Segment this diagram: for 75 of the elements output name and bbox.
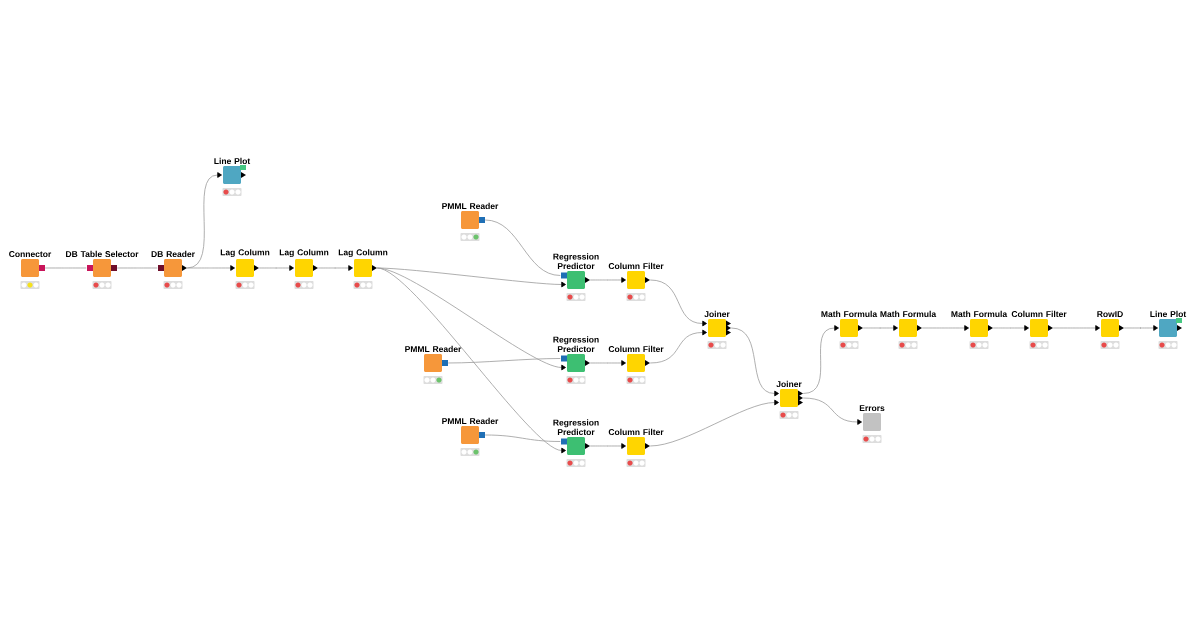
connector <box>1052 325 1100 331</box>
node-label: Column Filter <box>608 428 664 436</box>
workflow-node: DB Reader <box>151 250 195 277</box>
workflow-node: RowID <box>1097 311 1124 337</box>
node-label: Regression Predictor <box>553 336 599 353</box>
connector <box>258 265 294 271</box>
node-label: Math Formula <box>880 310 937 318</box>
connector <box>802 397 862 425</box>
workflow-node: Math Formula <box>880 310 937 337</box>
workflow-node: Column Filter <box>608 262 664 289</box>
node-label: Errors <box>859 405 885 412</box>
connector <box>921 325 969 331</box>
workflow-node: Column Filter <box>608 345 664 372</box>
connector <box>186 265 235 271</box>
node-label: Lag Column <box>338 249 388 258</box>
node-label: PMML Reader <box>442 202 499 210</box>
workflow-node: Connector <box>9 251 52 277</box>
workflow-node: PMML Reader <box>405 345 462 372</box>
workflow-node: PMML Reader <box>442 417 499 444</box>
node-label: DB Reader <box>151 250 195 258</box>
connector <box>376 267 566 454</box>
connector <box>992 325 1029 331</box>
workflow-node: Lag Column <box>338 249 388 277</box>
workflow-node: Lag Column <box>220 249 270 277</box>
connector <box>589 277 626 283</box>
node-label: Math Formula <box>951 310 1008 318</box>
workflow-node: Math Formula <box>821 310 878 337</box>
node-label: PMML Reader <box>405 345 462 353</box>
connector <box>447 358 561 364</box>
connector <box>116 267 158 269</box>
node-label: Math Formula <box>821 310 878 318</box>
connector <box>649 329 707 364</box>
workflow-node: Regression Predictor <box>553 336 599 372</box>
workflow-node: Column Filter <box>608 428 664 455</box>
workflow-node: PMML Reader <box>442 202 499 229</box>
connector <box>44 267 87 269</box>
workflow-node: Line Plot <box>214 157 251 184</box>
node-label: Joiner <box>704 310 730 318</box>
connector <box>376 267 566 288</box>
workflow-node: DB Table Selector <box>66 250 139 277</box>
workflow-node: Regression Predictor <box>553 253 599 289</box>
workflow-node: Joiner <box>704 310 731 337</box>
node-label: PMML Reader <box>442 417 499 425</box>
workflow-node: Regression Predictor <box>553 419 599 455</box>
node-label: DB Table Selector <box>66 250 139 258</box>
connector <box>317 265 353 271</box>
connector <box>1123 325 1158 331</box>
node-label: Joiner <box>776 380 802 388</box>
node-label: Column Filter <box>1011 310 1067 318</box>
node-label: Line Plot <box>214 157 251 165</box>
node-label: Column Filter <box>608 345 664 353</box>
workflow-node: Errors <box>859 405 885 431</box>
connector <box>484 434 561 442</box>
connector <box>589 443 626 449</box>
connector <box>730 327 779 397</box>
node-label: Lag Column <box>220 249 270 258</box>
node-label: Column Filter <box>608 262 664 270</box>
workflow-node: Math Formula <box>951 310 1008 337</box>
workflow-node: Lag Column <box>279 249 329 277</box>
connector <box>376 267 566 371</box>
connector <box>802 325 839 394</box>
node-label: Connector <box>9 251 52 258</box>
node-label: Line Plot <box>1150 310 1187 318</box>
connector <box>649 399 779 447</box>
workflow-node: Line Plot <box>1150 310 1187 337</box>
connector <box>862 325 898 331</box>
node-label: RowID <box>1097 311 1123 318</box>
connector <box>589 360 626 366</box>
node-label: Regression Predictor <box>553 419 599 436</box>
node-label: Regression Predictor <box>553 253 599 270</box>
node-label: Lag Column <box>279 249 329 258</box>
workflow-node: Joiner <box>776 380 803 407</box>
connector <box>649 279 707 327</box>
connector <box>484 219 561 276</box>
workflow-node: Column Filter <box>1011 310 1067 337</box>
